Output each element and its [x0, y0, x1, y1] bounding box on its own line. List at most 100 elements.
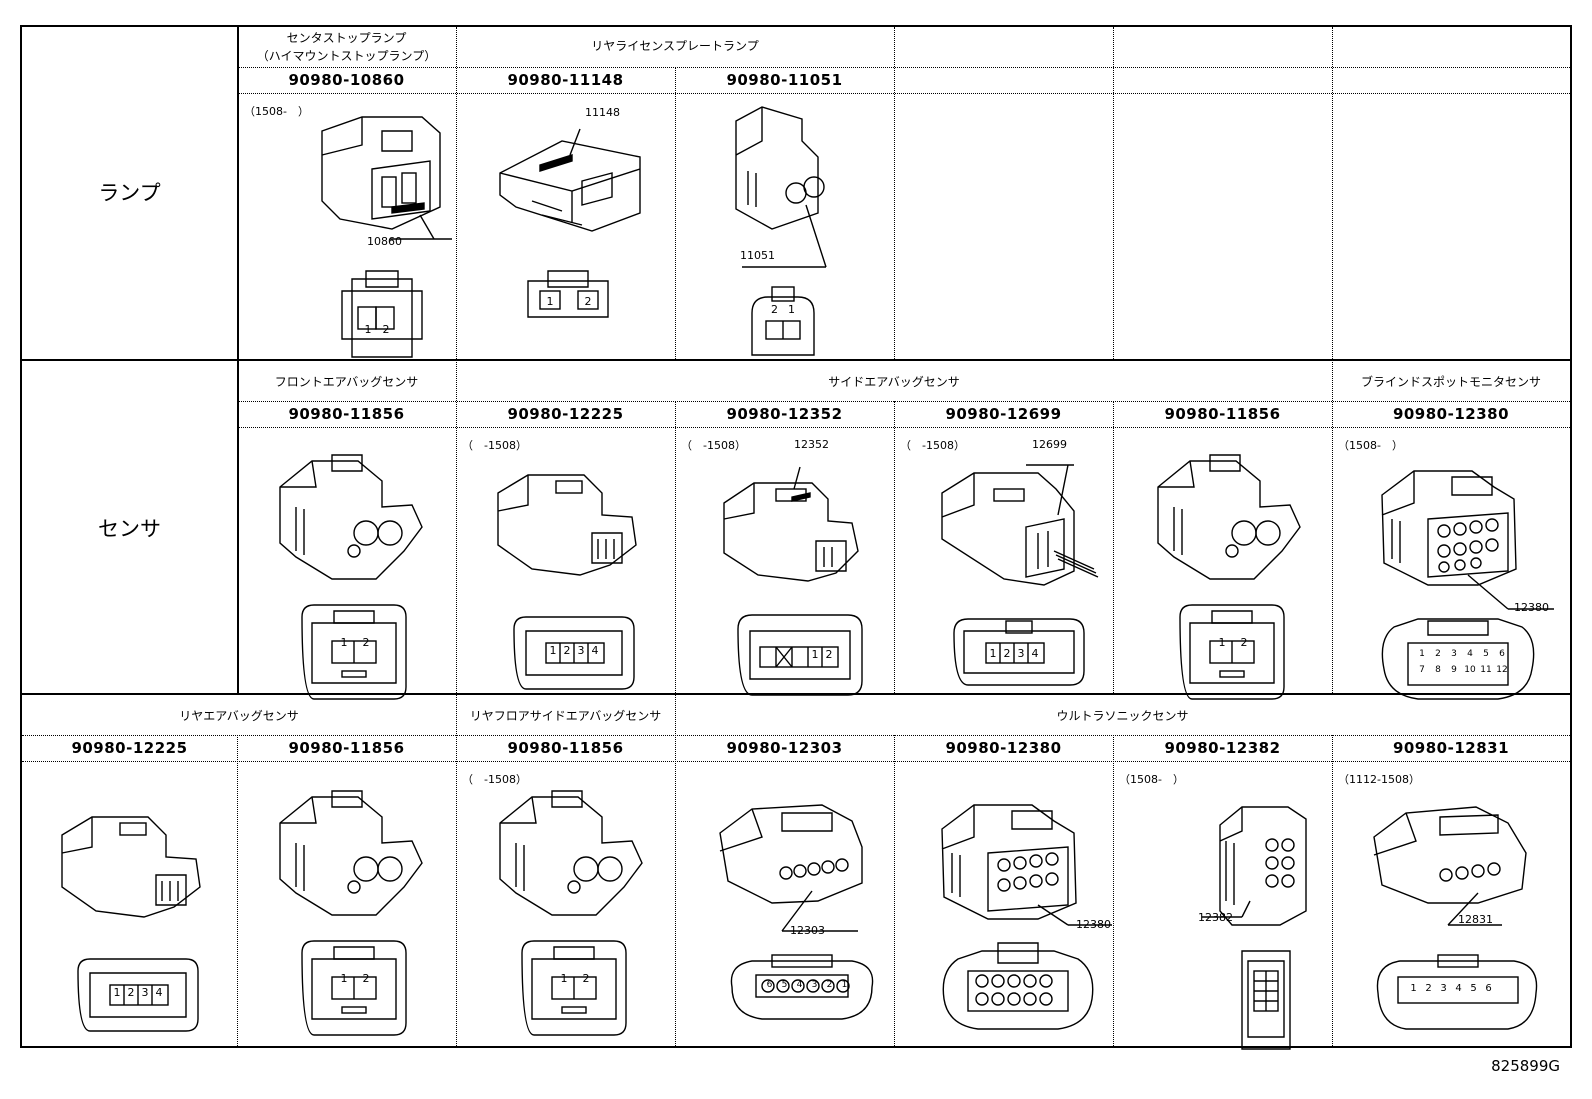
pin-number: 1 [1419, 649, 1425, 659]
column-divider [1113, 27, 1114, 361]
pin-number: 2 [362, 972, 370, 985]
header-divider [22, 761, 1570, 762]
column-divider [1113, 735, 1114, 1048]
pin-number: 4 [796, 980, 803, 990]
column-divider [1332, 735, 1333, 1048]
connector-11856-illustration [499, 790, 643, 1036]
column-divider [456, 27, 457, 693]
pin-number: 2 [1240, 636, 1248, 649]
category-side-airbag-sensor: サイドエアバッグセンサ [828, 375, 960, 389]
column-divider [894, 27, 895, 361]
row-label-lamp: ランプ [98, 181, 161, 205]
connector-12225-illustration [61, 816, 201, 1032]
row-separator [22, 359, 1570, 361]
pin-number: 6 [1485, 983, 1492, 994]
part-number: 90980-11148 [507, 71, 624, 89]
pin-number: 1 [364, 323, 372, 336]
header-divider [22, 735, 1570, 736]
connector-12303-illustration [719, 804, 874, 1020]
pin-number: 10 [1464, 665, 1476, 675]
connector-label: 11148 [585, 106, 620, 119]
part-number: 90980-12382 [1164, 739, 1281, 757]
pin-number: 1 [841, 980, 848, 990]
pin-number: 2 [584, 295, 592, 308]
connector-label: 12382 [1198, 911, 1233, 924]
category-high-mount-stop-lamp: （ハイマウントストップランプ） [256, 49, 437, 63]
pin-number: 1 [788, 303, 795, 316]
part-number: 90980-12831 [1392, 739, 1510, 757]
pin-number: 5 [781, 980, 788, 990]
pin-number: 4 [1455, 983, 1462, 994]
part-number: 90980-12380 [1392, 405, 1510, 423]
figure-code: 825899G [1491, 1057, 1560, 1075]
pin-number: 2 [1435, 649, 1441, 659]
connector-12380-illustration [941, 804, 1112, 1030]
production-note: （ -1508） [462, 439, 527, 452]
pin-number: 8 [1435, 665, 1441, 675]
pin-number: 1 [113, 986, 121, 999]
pin-number: 6 [1499, 649, 1505, 659]
header-divider [237, 401, 1570, 402]
pin-number: 3 [811, 980, 818, 990]
pin-number: 3 [1440, 983, 1447, 994]
connector-label: 12380 [1514, 601, 1549, 614]
pin-number: 2 [771, 303, 778, 316]
row-separator [22, 693, 1570, 695]
connector-label: 12303 [790, 924, 825, 937]
category-front-airbag-sensor: フロントエアバッグセンサ [274, 375, 419, 389]
pin-number: 3 [1017, 647, 1025, 660]
pin-number: 2 [362, 636, 370, 649]
pin-number: 1 [560, 972, 568, 985]
connector-label: 11051 [740, 249, 775, 262]
part-number: 90980-11856 [288, 405, 405, 423]
pin-number: 4 [155, 986, 163, 999]
category-ultrasonic-sensor: ウルトラソニックセンサ [1056, 709, 1189, 723]
column-divider [1332, 27, 1333, 693]
connector-12352-illustration [723, 466, 863, 696]
part-number: 90980-11856 [288, 739, 405, 757]
pin-number: 4 [1031, 647, 1039, 660]
pin-number: 2 [127, 986, 135, 999]
connector-label: 12831 [1458, 913, 1493, 926]
category-license-plate-lamp: リヤライセンスプレートランプ [591, 39, 759, 53]
connector-12380-illustration [1381, 470, 1554, 700]
pin-number: 1 [549, 644, 557, 657]
header-divider [237, 93, 1570, 94]
pin-number: 1 [546, 295, 554, 308]
pin-number: 7 [1419, 665, 1425, 675]
part-number: 90980-12352 [726, 405, 843, 423]
category-blind-spot-monitor: ブラインドスポットモニタセンサ [1360, 375, 1541, 389]
column-divider [456, 693, 457, 1048]
connector-label: 10860 [367, 235, 402, 248]
part-number: 90980-11051 [726, 71, 843, 89]
pin-number: 2 [825, 648, 833, 661]
connector-11856-illustration [1157, 454, 1301, 700]
pin-number: 4 [591, 644, 599, 657]
pin-number: 1 [1410, 983, 1417, 994]
production-note: （1112-1508） [1338, 773, 1420, 786]
connector-11856-illustration [279, 454, 423, 700]
connector-10860-illustration [321, 116, 452, 358]
pin-number: 11 [1480, 665, 1492, 675]
pin-number: 2 [1003, 647, 1011, 660]
column-divider [675, 401, 676, 693]
connector-12831-illustration [1373, 806, 1538, 1030]
part-number: 90980-11856 [1164, 405, 1281, 423]
label-column-border [237, 27, 239, 693]
connector-label: 12699 [1032, 438, 1067, 451]
connector-table: ランプ センサ センタストップランプ （ハイマウントストップランプ） リヤライセ… [20, 25, 1572, 1050]
connector-11856-illustration [279, 790, 423, 1036]
pin-number: 3 [141, 986, 149, 999]
part-number: 90980-11856 [507, 739, 624, 757]
production-note: （ -1508） [900, 439, 965, 452]
pin-number: 3 [1451, 649, 1457, 659]
header-divider [237, 67, 1570, 68]
pin-number: 4 [1467, 649, 1473, 659]
connector-label: 12352 [794, 438, 829, 451]
connector-11051-illustration [735, 106, 827, 356]
pin-number: 1 [1218, 636, 1226, 649]
pin-number: 1 [989, 647, 997, 660]
production-note: （1508- ） [1338, 439, 1403, 452]
connector-label: 12380 [1076, 918, 1111, 931]
category-rear-airbag-sensor: リヤエアバッグセンサ [179, 709, 299, 723]
